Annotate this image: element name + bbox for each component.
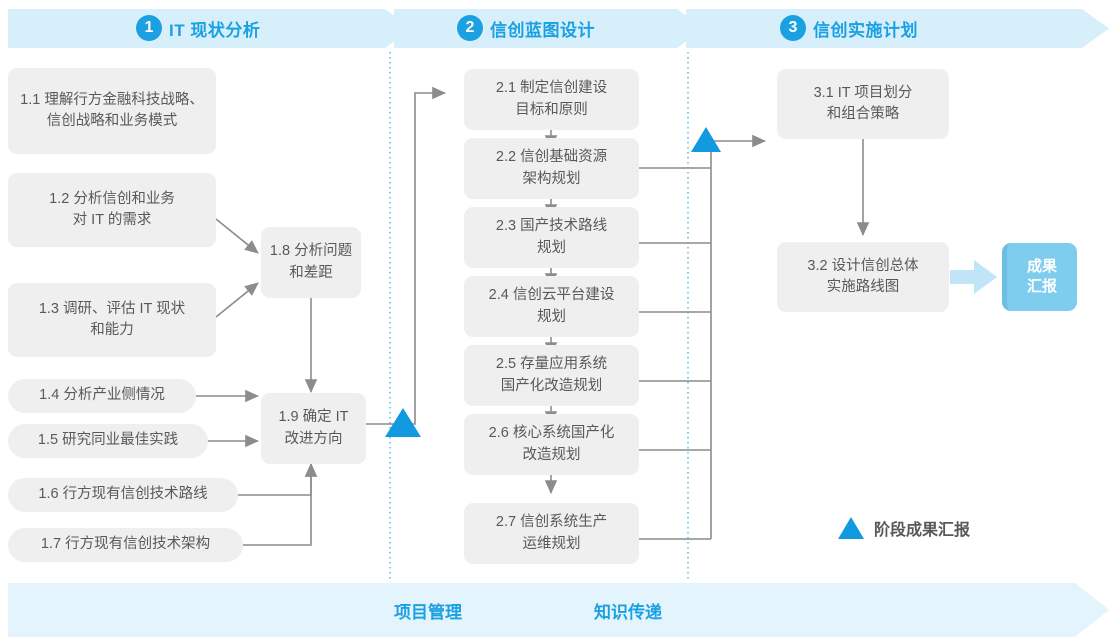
- node-1-6[interactable]: 1.6 行方现有信创技术路线: [8, 478, 238, 512]
- node-2-1[interactable]: 2.1 制定信创建设目标和原则: [464, 69, 639, 130]
- node-2-4[interactable]: 2.4 信创云平台建设规划: [464, 276, 639, 337]
- node-2-3[interactable]: 2.3 国产技术路线规划: [464, 207, 639, 268]
- edge-16-to-19: [238, 463, 318, 496]
- node-1-8[interactable]: 1.8 分析问题和差距: [261, 227, 361, 298]
- node-2-7[interactable]: 2.7 信创系统生产运维规划: [464, 503, 639, 564]
- node-1-2[interactable]: 1.2 分析信创和业务对 IT 的需求: [8, 173, 216, 247]
- node-2-5[interactable]: 2.5 存量应用系统国产化改造规划: [464, 345, 639, 406]
- milestone-triangle-phase1: [385, 408, 421, 437]
- band-label-knowledge-transfer: 知识传递: [594, 603, 662, 622]
- node-1-5[interactable]: 1.5 研究同业最佳实践: [8, 424, 208, 458]
- phase-number-2: 2: [457, 15, 483, 41]
- legend: 阶段成果汇报: [838, 516, 970, 540]
- node-1-7[interactable]: 1.7 行方现有信创技术架构: [8, 528, 243, 562]
- bus-vertical-collector: [710, 134, 766, 539]
- phase-title-2: 信创蓝图设计: [490, 20, 595, 40]
- triangle-milestone-icon: [838, 517, 864, 539]
- node-2-2[interactable]: 2.2 信创基础资源架构规划: [464, 138, 639, 199]
- milestone-triangle-phase2: [691, 127, 721, 152]
- phase-number-3: 3: [780, 15, 806, 41]
- bottom-band-shape: [8, 583, 1109, 637]
- edge-12-to-18: [215, 218, 259, 254]
- phase-label-3: 3 信创实施计划: [780, 15, 918, 41]
- band-label-project-management: 项目管理: [394, 603, 462, 622]
- connectors-bus-to-phase3: [638, 134, 766, 540]
- node-3-1[interactable]: 3.1 IT 项目划分和组合策略: [777, 69, 949, 139]
- edge-17-to-19: [243, 463, 318, 546]
- phase-title-1: IT 现状分析: [169, 20, 261, 40]
- node-2-6[interactable]: 2.6 核心系统国产化改造规划: [464, 414, 639, 475]
- connectors-column-1: [196, 86, 446, 546]
- phase-label-2: 2 信创蓝图设计: [457, 15, 595, 41]
- result-arrow-icon: [950, 260, 997, 294]
- result-chip[interactable]: 成果汇报: [1002, 243, 1077, 311]
- phase-title-3: 信创实施计划: [813, 20, 918, 40]
- phase-number-1: 1: [136, 15, 162, 41]
- legend-label: 阶段成果汇报: [874, 522, 971, 539]
- node-1-1[interactable]: 1.1 理解行方金融科技战略、信创战略和业务模式: [8, 68, 216, 154]
- phase-label-1: 1 IT 现状分析: [136, 15, 260, 41]
- node-1-4[interactable]: 1.4 分析产业侧情况: [8, 379, 196, 413]
- edge-13-to-18: [215, 282, 259, 318]
- node-1-3[interactable]: 1.3 调研、评估 IT 现状和能力: [8, 283, 216, 357]
- node-3-2[interactable]: 3.2 设计信创总体实施路线图: [777, 242, 949, 312]
- edge-19-to-21: [366, 86, 446, 425]
